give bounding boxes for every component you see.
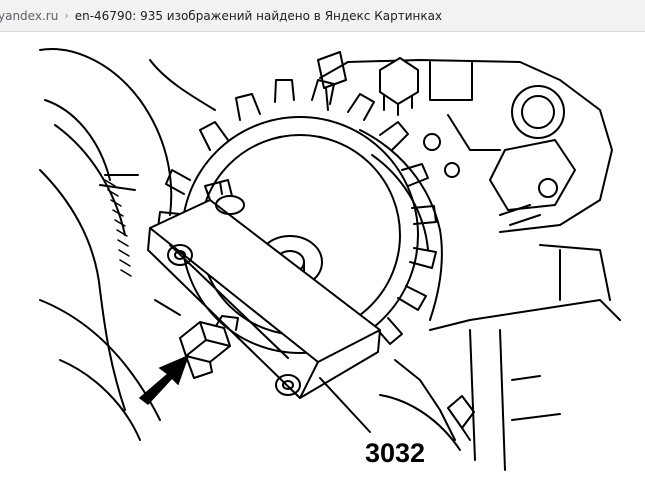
- breadcrumb-separator-icon: ›: [64, 9, 69, 22]
- belt-teeth: [104, 179, 132, 277]
- label-leader-line: [319, 377, 371, 433]
- technical-illustration: 3032: [39, 48, 621, 471]
- lower-housing: [379, 244, 621, 471]
- tool-number-label: 3032: [365, 438, 425, 468]
- arrow-icon: [138, 354, 190, 406]
- timing-tool-bar: [147, 179, 381, 399]
- engine-casing-left: [39, 48, 216, 441]
- engine-block-right: [317, 51, 613, 321]
- breadcrumb-domain[interactable]: yandex.ru: [0, 8, 59, 23]
- page-title: en-46790: 935 изображений найдено в Янде…: [74, 8, 443, 23]
- tab-title-bar[interactable]: yandex.ru › en-46790: 935 изображений на…: [0, 0, 645, 32]
- locking-bolt: [179, 315, 239, 379]
